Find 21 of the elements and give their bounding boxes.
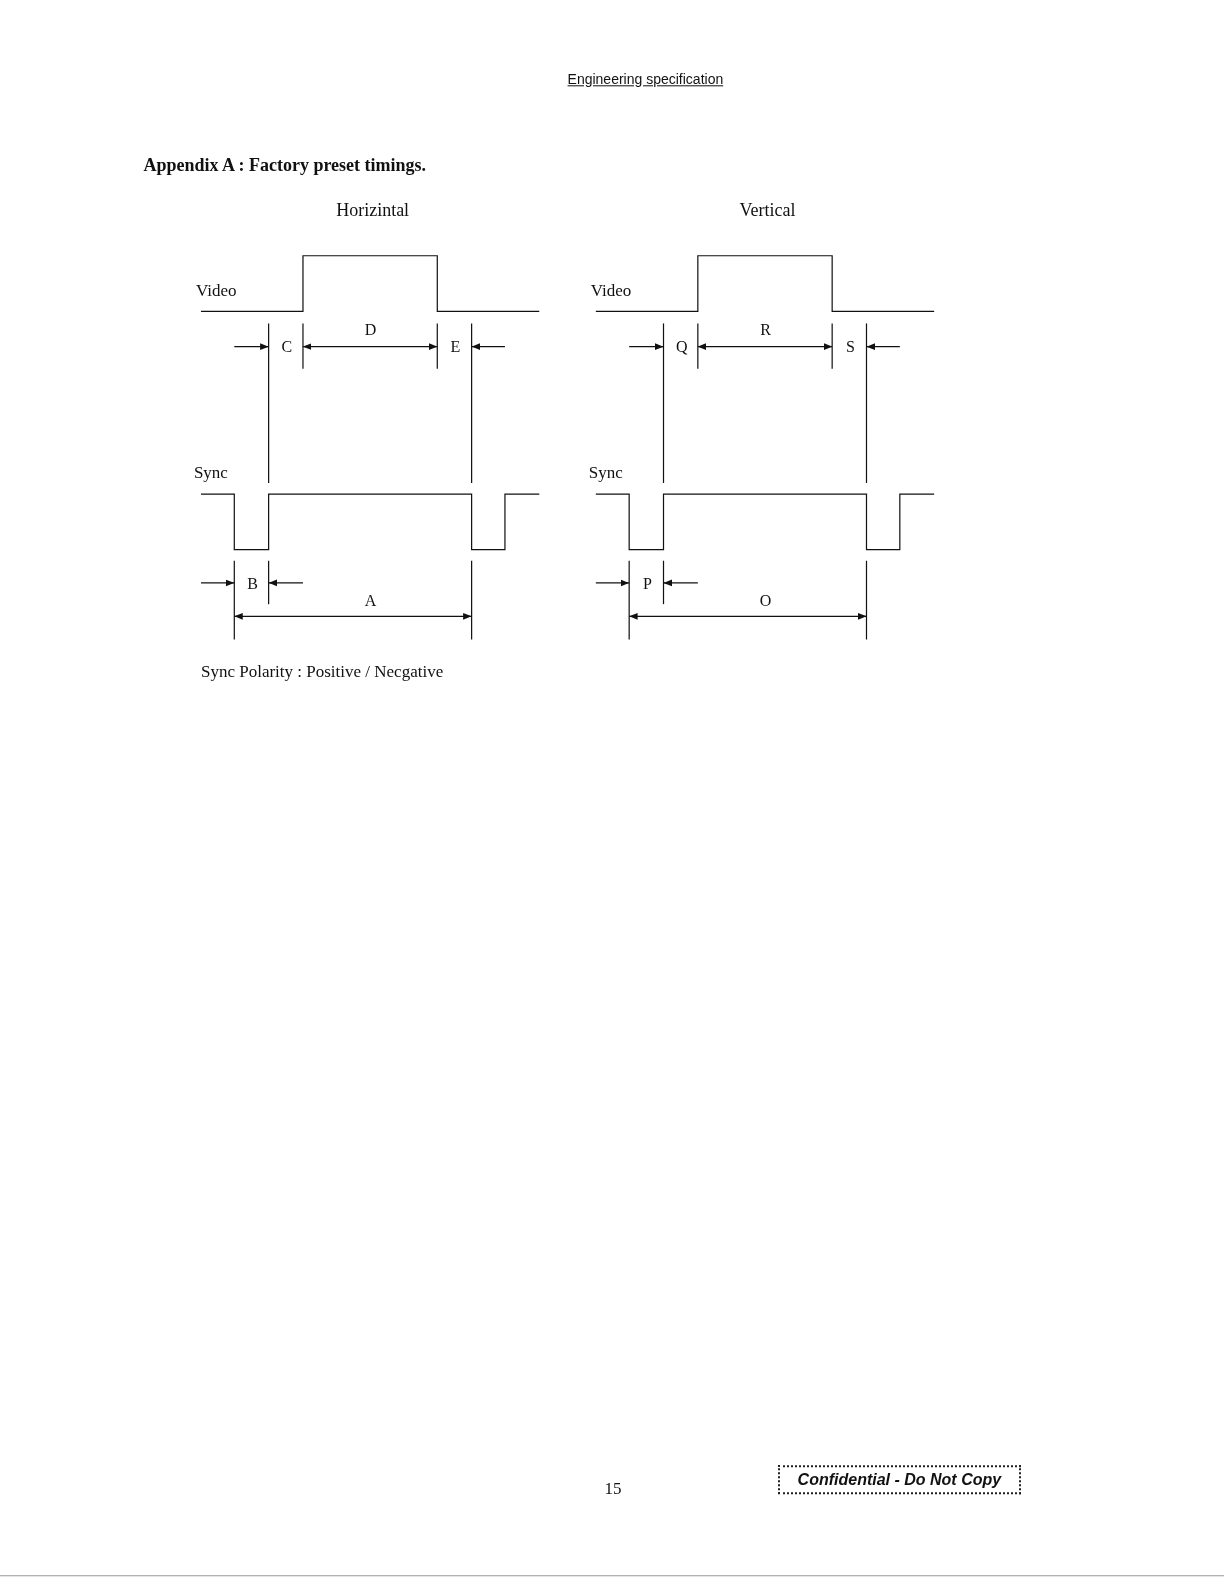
dimension-label: Q [675, 338, 688, 357]
signal-label: Video [590, 281, 632, 301]
dimension-label: D [364, 321, 377, 340]
dimension-label: R [760, 321, 771, 340]
page-header: Engineering specification [567, 72, 724, 88]
dimension-label: C [281, 338, 293, 357]
panel-heading: Vertical [739, 201, 796, 221]
page-number: 15 [604, 1479, 622, 1498]
polarity-note: Sync Polarity : Positive / Necgative [200, 662, 444, 681]
panel-heading: Horizintal [336, 201, 410, 221]
dimension-label: P [642, 574, 652, 593]
dimension-label: E [450, 338, 461, 357]
dimension-label: B [247, 574, 258, 593]
confidential-notice: Confidential - Do Not Copy [777, 1464, 1022, 1495]
section-heading: Appendix A : Factory preset timings. [143, 155, 427, 176]
dimension-label: O [759, 592, 772, 610]
signal-label: Sync [588, 463, 623, 482]
signal-label: Sync [193, 463, 228, 482]
signal-label: Video [195, 281, 237, 301]
dimension-label: S [845, 338, 855, 357]
dimension-label: A [364, 592, 377, 610]
